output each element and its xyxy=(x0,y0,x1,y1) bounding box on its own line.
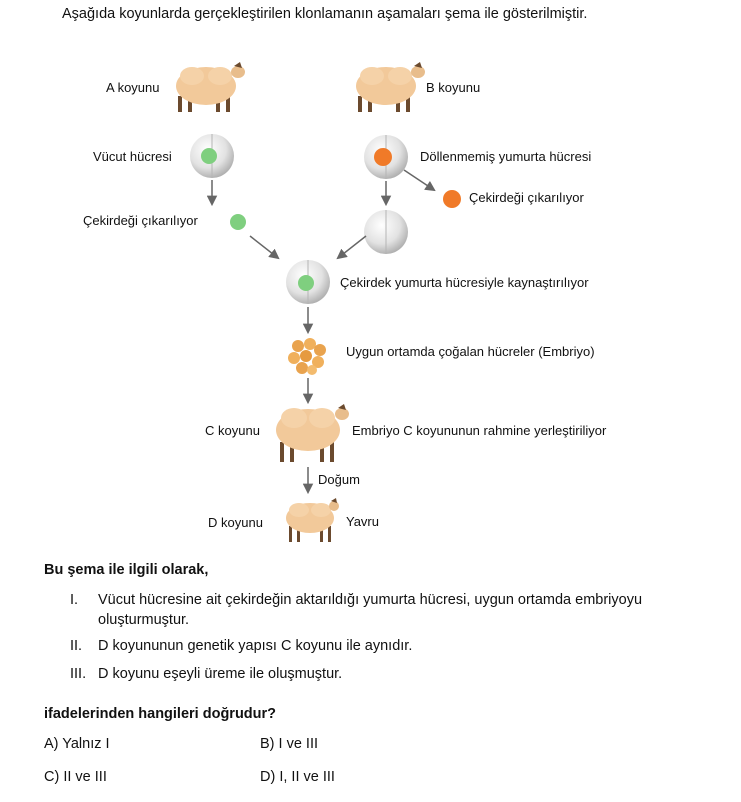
statement-1: I. Vücut hücresine ait çekirdeğin aktarı… xyxy=(70,590,730,630)
option-d[interactable]: D) I, II ve III xyxy=(260,769,335,785)
sheep-c-icon xyxy=(276,404,349,462)
statement-1-text: Vücut hücresine ait çekirdeğin aktarıldı… xyxy=(98,592,643,628)
label-yavru: Yavru xyxy=(346,514,379,529)
label-b-koyunu: B koyunu xyxy=(426,80,481,95)
embryo-icon xyxy=(288,338,326,375)
body-cell-icon xyxy=(190,134,234,178)
arrow-nucleus-to-fused xyxy=(249,235,280,260)
label-kaynastiriliyor: Çekirdek yumurta hücresiyle kaynaştırılı… xyxy=(340,275,589,290)
label-cekirdek-right: Çekirdeği çıkarılıyor xyxy=(469,190,584,205)
orange-nucleus-icon xyxy=(443,190,461,208)
statement-1-number: I. xyxy=(70,592,79,608)
sheep-b-icon xyxy=(356,62,425,112)
green-nucleus-icon xyxy=(230,214,246,230)
label-a-koyunu: A koyunu xyxy=(106,80,160,95)
label-dollenmemis: Döllenmemiş yumurta hücresi xyxy=(420,149,592,164)
label-embriyo: Uygun ortamda çoğalan hücreler (Embriyo) xyxy=(346,344,595,359)
label-d-koyunu: D koyunu xyxy=(208,515,263,530)
sheep-d-icon xyxy=(286,498,339,542)
statement-2: II. D koyununun genetik yapısı C koyunu … xyxy=(70,636,730,656)
option-b[interactable]: B) I ve III xyxy=(260,736,319,752)
statement-3-number: III. xyxy=(70,666,87,682)
cloning-diagram xyxy=(176,62,461,542)
statement-3-text: D koyunu eşeyli üreme ile oluşmuştur. xyxy=(98,666,343,682)
sheep-a-icon xyxy=(176,62,245,112)
label-rahim: Embriyo C koyununun rahmine yerleştirili… xyxy=(352,423,607,438)
statement-3: III. D koyunu eşeyli üreme ile oluşmuştu… xyxy=(70,664,730,684)
option-a[interactable]: A) Yalnız I xyxy=(44,736,110,752)
enucleated-egg-icon xyxy=(364,210,408,254)
label-dogum: Doğum xyxy=(318,472,360,487)
label-vucut-hucresi: Vücut hücresi xyxy=(93,149,172,164)
label-c-koyunu: C koyunu xyxy=(205,423,260,438)
intro-text: Aşağıda koyunlarda gerçekleştirilen klon… xyxy=(62,6,588,22)
question-prompt: ifadelerinden hangileri doğrudur? xyxy=(44,706,277,722)
statement-2-text: D koyununun genetik yapısı C koyunu ile … xyxy=(98,638,413,654)
fused-cell-icon xyxy=(286,260,330,304)
question-lead: Bu şema ile ilgili olarak, xyxy=(44,562,209,578)
option-c[interactable]: C) II ve III xyxy=(44,769,107,785)
statement-2-number: II. xyxy=(70,638,83,654)
label-cekirdek-left: Çekirdeği çıkarılıyor xyxy=(83,213,198,228)
arrow-egg-to-fused xyxy=(336,235,367,260)
arrow-egg-to-orange xyxy=(403,169,436,192)
egg-cell-icon xyxy=(364,135,408,179)
